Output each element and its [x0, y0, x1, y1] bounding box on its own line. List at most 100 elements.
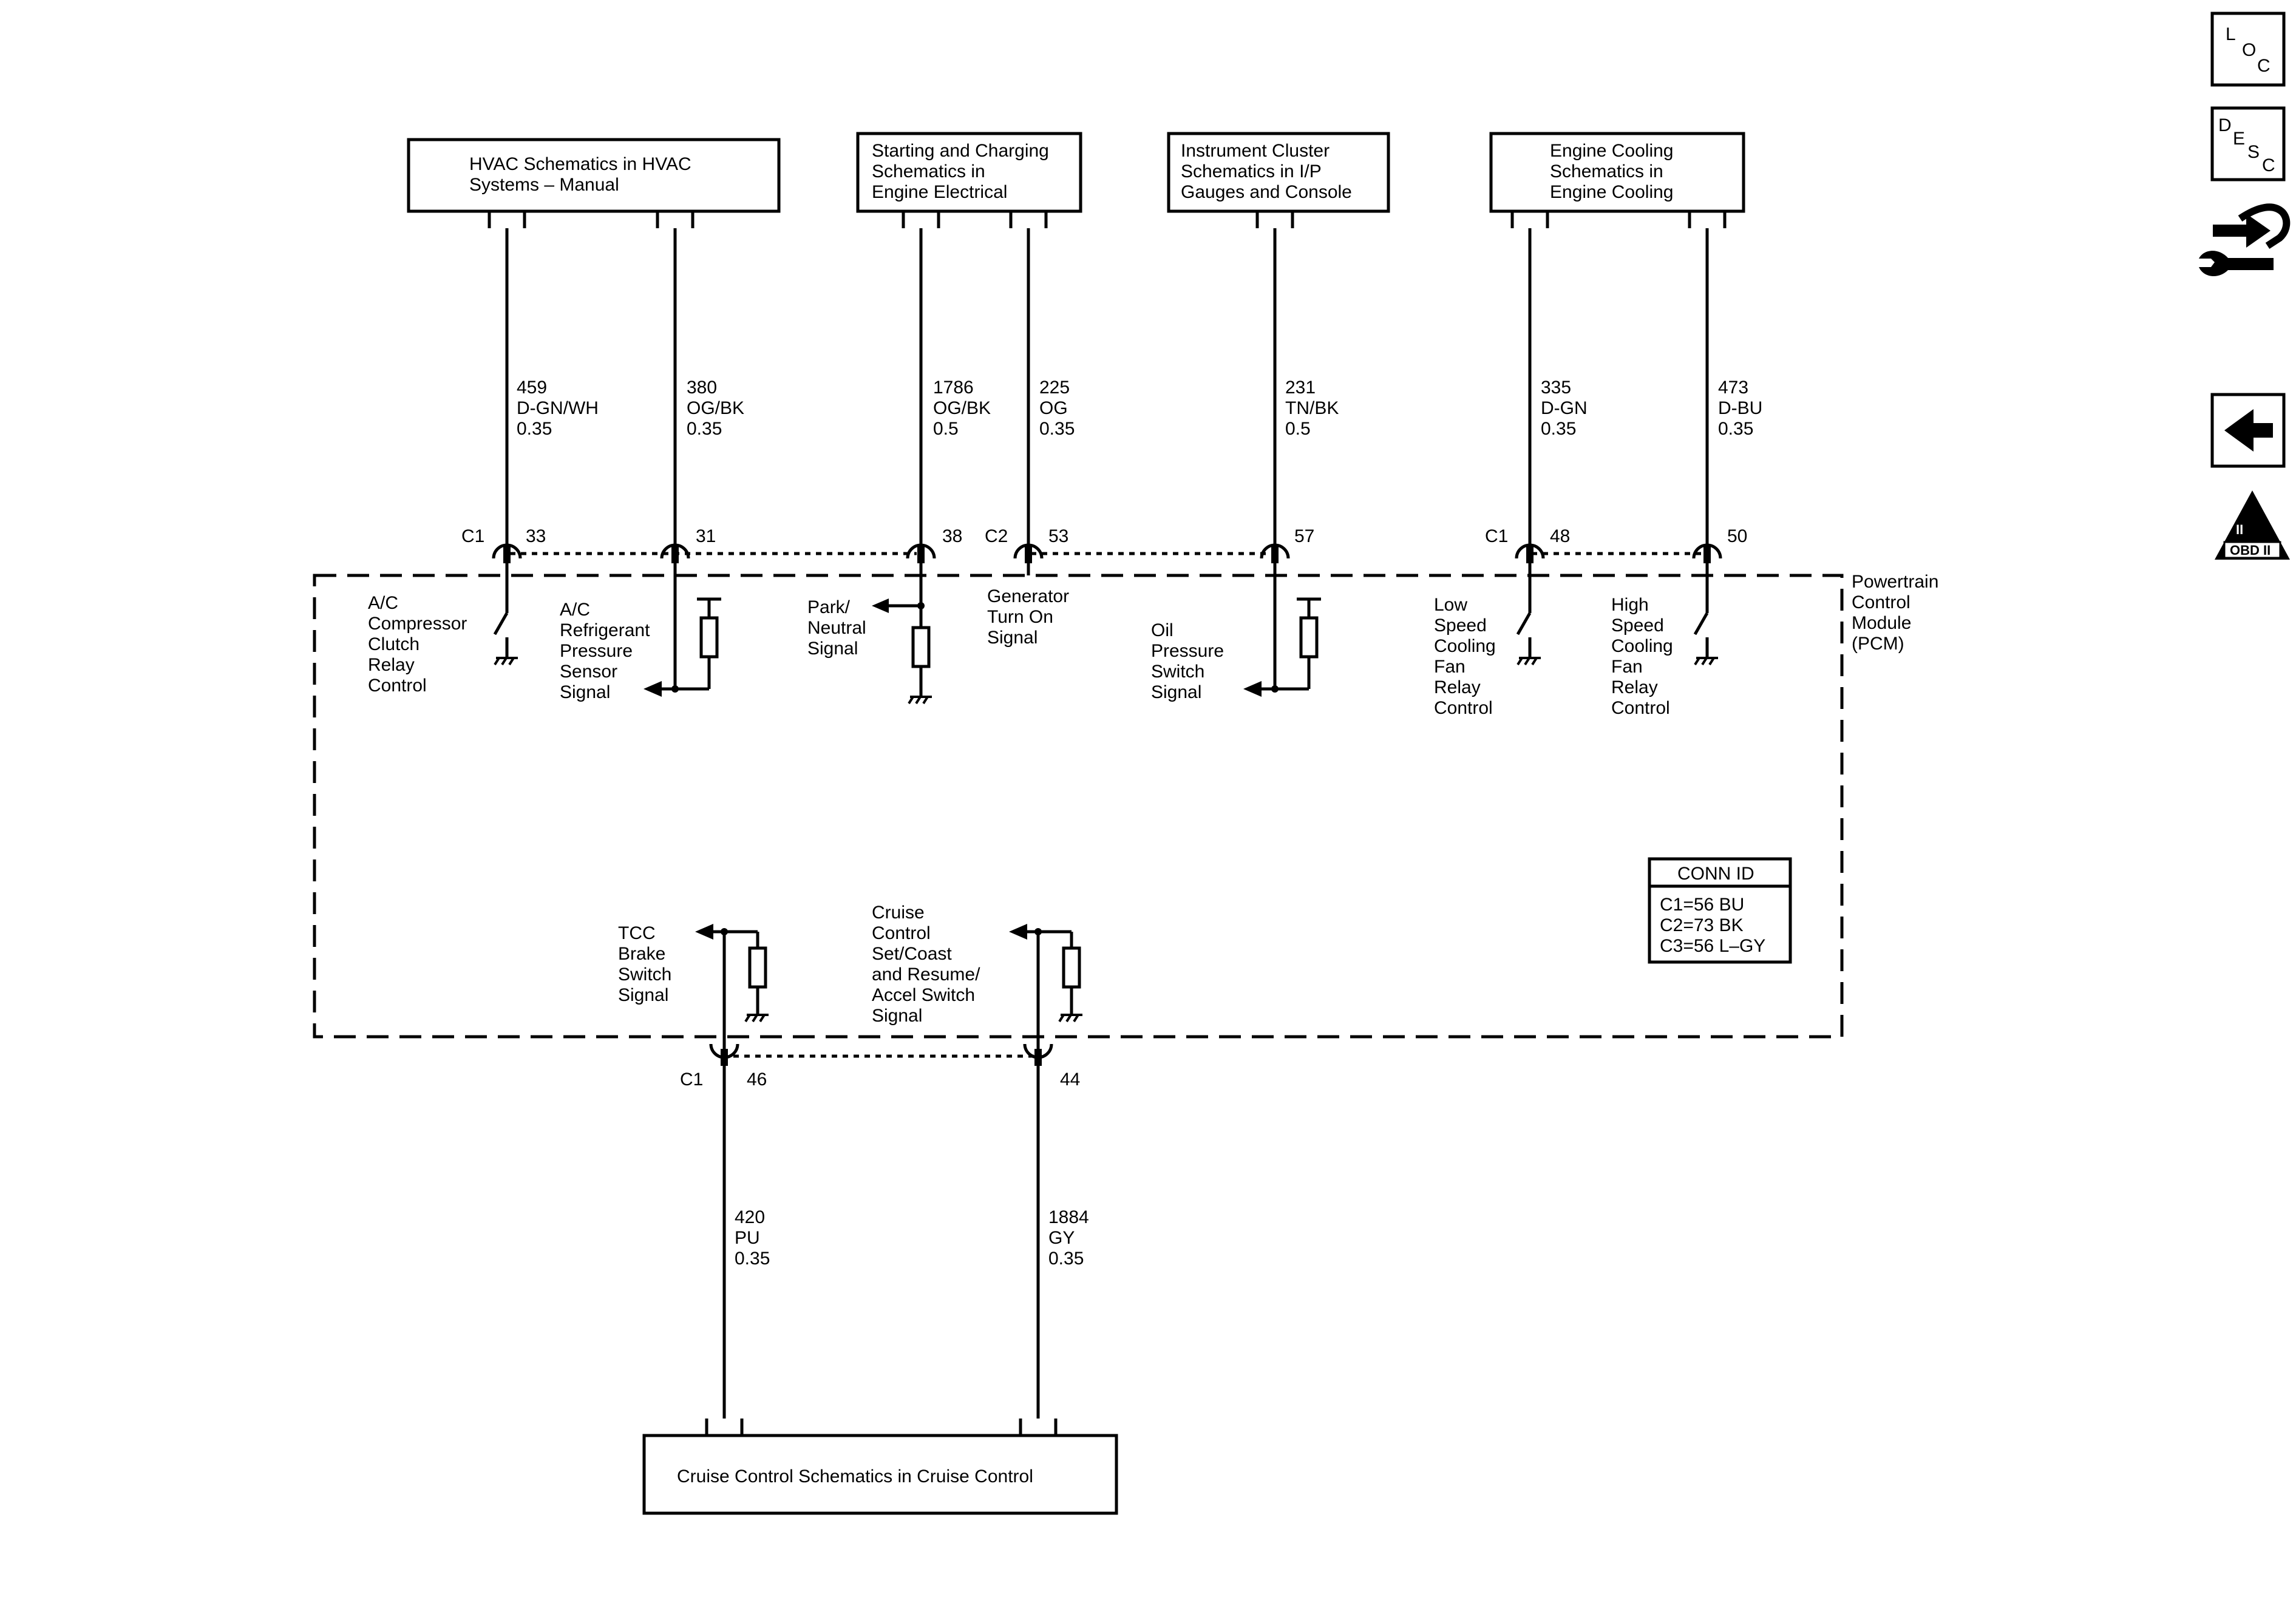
svg-text:Engine Cooling: Engine Cooling: [1550, 141, 1673, 161]
obd-ii-badge[interactable]: II OBD II: [2215, 490, 2290, 560]
svg-text:Switch: Switch: [618, 964, 671, 985]
svg-text:Set/Coast: Set/Coast: [872, 944, 952, 964]
svg-text:Speed: Speed: [1611, 615, 1664, 636]
signal-label-ac-compressor: A/C Compressor Clutch Relay Control: [368, 593, 467, 696]
svg-text:Pressure: Pressure: [560, 641, 633, 661]
svg-text:GY: GY: [1048, 1228, 1075, 1248]
svg-text:OG/BK: OG/BK: [687, 398, 744, 418]
wire-circuit: 380: [687, 378, 717, 398]
signal-line: Signal: [807, 639, 858, 659]
svg-text:Fan: Fan: [1434, 657, 1466, 677]
wire-420: [705, 1043, 744, 1437]
svg-text:57: 57: [1294, 526, 1314, 546]
wire-color: GY: [1048, 1228, 1075, 1248]
svg-text:1884: 1884: [1048, 1207, 1089, 1227]
svg-text:C1: C1: [680, 1070, 703, 1090]
wire-label-1786: 1786 OG/BK 0.5: [933, 378, 991, 439]
svg-text:Clutch: Clutch: [368, 634, 419, 654]
connector-tool-icon[interactable]: [2199, 203, 2291, 277]
svg-text:Schematics in I/P: Schematics in I/P: [1181, 161, 1322, 181]
hvac-schematics-box[interactable]: HVAC Schematics in HVAC Systems – Manual: [407, 138, 781, 213]
conn-id-title: CONN ID: [1677, 864, 1754, 884]
pin-number: 31: [696, 526, 716, 546]
wire-label-335: 335 D-GN 0.35: [1541, 378, 1588, 439]
svg-text:Cooling: Cooling: [1611, 636, 1673, 656]
conn-id-row: C2=73 BK: [1660, 915, 1744, 935]
signal-line: Neutral: [807, 618, 866, 638]
signal-line: Cooling: [1434, 636, 1496, 656]
signal-line: Relay: [1434, 677, 1481, 697]
svg-text:0.35: 0.35: [1039, 419, 1075, 439]
desc-button[interactable]: D E S C: [2210, 106, 2286, 181]
signal-line: Control: [872, 923, 931, 943]
signal-line: Control: [368, 676, 427, 696]
svg-text:C: C: [2262, 155, 2275, 175]
signal-line: Pressure: [1151, 641, 1224, 661]
pin-number: 57: [1294, 526, 1314, 546]
cruise-control-schematics-box[interactable]: Cruise Control Schematics in Cruise Cont…: [642, 1434, 1118, 1515]
svg-text:Low: Low: [1434, 595, 1467, 615]
signal-line: TCC: [618, 923, 656, 943]
cruise-switch-circuit: [1009, 924, 1082, 1051]
svg-text:Engine Cooling: Engine Cooling: [1550, 182, 1673, 202]
signal-line: and Resume/: [872, 964, 980, 985]
signal-line: Turn On: [987, 607, 1053, 627]
signal-line: Speed: [1611, 615, 1664, 636]
ground-symbol: [908, 696, 932, 705]
wire-gauge: 0.35: [687, 419, 722, 439]
svg-text:38: 38: [942, 526, 962, 546]
box-line: Schematics in: [1550, 161, 1663, 181]
svg-text:C2: C2: [985, 526, 1008, 546]
wire-color: OG/BK: [933, 398, 991, 418]
svg-text:Module: Module: [1852, 613, 1911, 633]
desc-letter: C: [2262, 155, 2275, 175]
wire-gauge: 0.35: [1048, 1249, 1084, 1269]
svg-text:TCC: TCC: [618, 923, 656, 943]
svg-text:and Resume/: and Resume/: [872, 964, 980, 985]
svg-text:A/C: A/C: [368, 593, 398, 613]
pin-number: 33: [526, 526, 546, 546]
wire-1786: [902, 209, 940, 563]
svg-text:Signal: Signal: [987, 628, 1038, 648]
signal-line: Low: [1434, 595, 1467, 615]
engine-cooling-schematics-box[interactable]: Engine Cooling Schematics in Engine Cool…: [1489, 132, 1745, 213]
wire-circuit: 1884: [1048, 1207, 1089, 1227]
connector-label: C1: [680, 1070, 703, 1090]
connector-groupings: [510, 552, 1706, 1058]
instrument-cluster-schematics-box[interactable]: Instrument Cluster Schematics in I/P Gau…: [1167, 132, 1390, 213]
loc-letter: L: [2226, 24, 2236, 44]
loc-button[interactable]: L O C: [2210, 12, 2286, 87]
svg-text:A/C: A/C: [560, 600, 590, 620]
svg-text:Cruise Control Schematics in C: Cruise Control Schematics in Cruise Cont…: [677, 1466, 1033, 1486]
signal-line: Control: [1611, 698, 1670, 718]
wire-225: [1009, 209, 1048, 563]
obd-label: OBD II: [2230, 543, 2271, 558]
pin-socket: [1023, 1043, 1053, 1066]
wire-terminal: [1688, 209, 1727, 228]
signal-label-high-speed-fan: High Speed Cooling Fan Relay Control: [1611, 595, 1673, 718]
wire-terminal: [1009, 209, 1048, 228]
starting-charging-schematics-box[interactable]: Starting and Charging Schematics in Engi…: [856, 132, 1082, 213]
wires-bottom: [705, 1043, 1058, 1437]
signal-line: Fan: [1434, 657, 1466, 677]
wire-circuit: 473: [1718, 378, 1748, 398]
svg-text:CONN ID: CONN ID: [1677, 864, 1754, 884]
ground-symbol: [1694, 657, 1718, 666]
back-arrow-button[interactable]: [2210, 393, 2286, 468]
wire-color: PU: [735, 1228, 760, 1248]
wire-color: D-GN: [1541, 398, 1588, 418]
svg-text:OG: OG: [1039, 398, 1068, 418]
wire-gauge: 0.35: [517, 419, 552, 439]
signal-line: High: [1611, 595, 1649, 615]
signal-line: A/C: [368, 593, 398, 613]
wire-circuit: 335: [1541, 378, 1571, 398]
wire-circuit: 231: [1285, 378, 1316, 398]
low-speed-fan-relay-switch: [1516, 558, 1541, 666]
wire-terminal: [1255, 209, 1294, 228]
ground-symbol: [494, 657, 518, 666]
signal-line: Cooling: [1611, 636, 1673, 656]
signal-line: Clutch: [368, 634, 419, 654]
svg-text:473: 473: [1718, 378, 1748, 398]
module-line: Control: [1852, 592, 1911, 612]
svg-text:L: L: [2226, 24, 2236, 44]
